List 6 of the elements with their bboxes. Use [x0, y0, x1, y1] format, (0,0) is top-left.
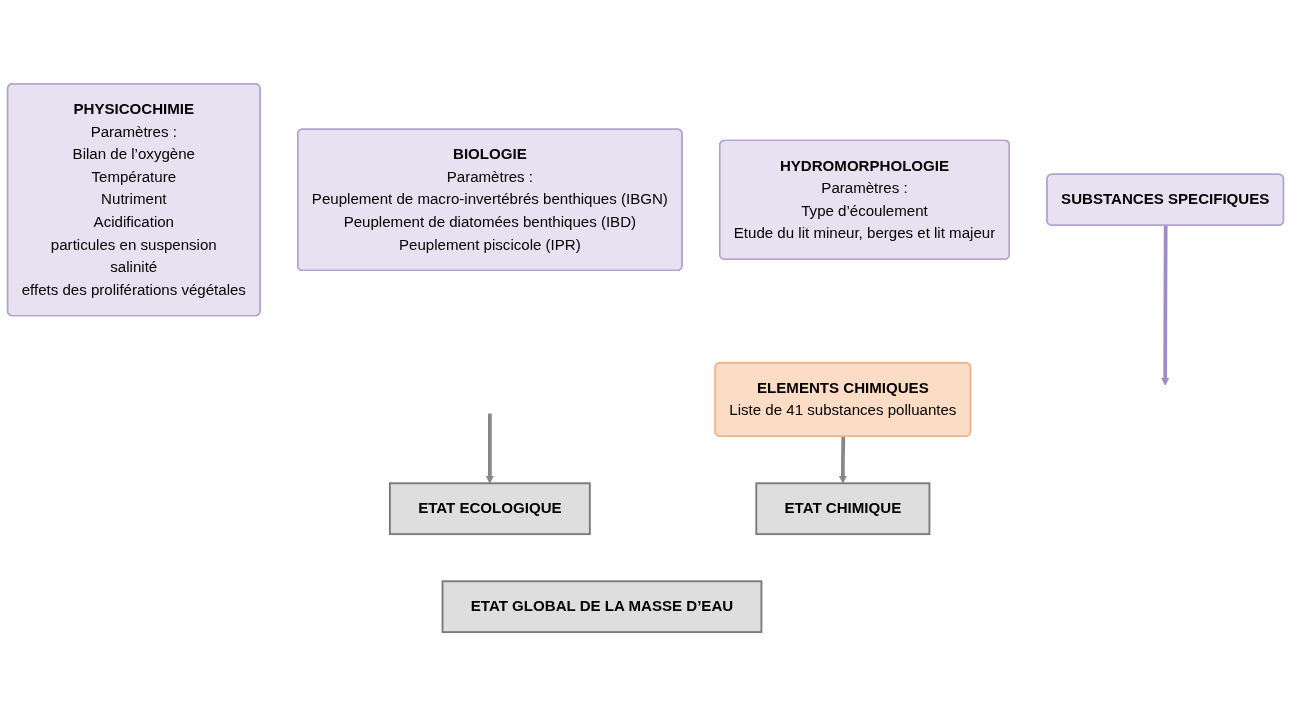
node-box: ETAT CHIMIQUE	[755, 482, 931, 536]
arrow	[485, 413, 494, 484]
arrow	[1161, 225, 1170, 386]
node-box: ETAT GLOBAL DE LA MASSE D’EAU	[441, 580, 763, 634]
node-box: ETAT ECOLOGIQUE	[388, 482, 591, 536]
arrow	[838, 436, 847, 484]
